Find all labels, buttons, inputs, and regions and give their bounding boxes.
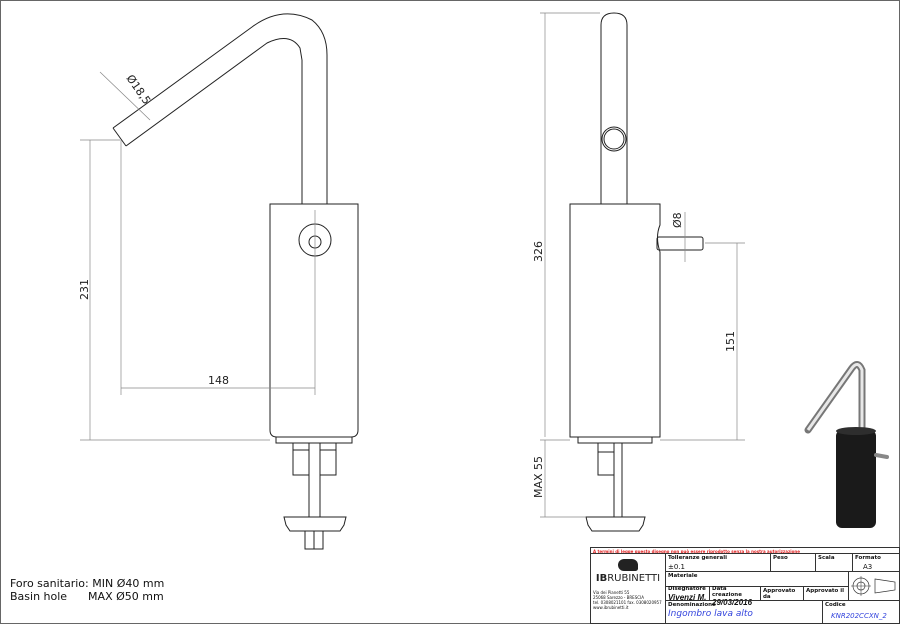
tolerances-cell: Tolleranze generali±0.1 [665, 553, 771, 572]
approved-on-cell: Approvato il [803, 586, 849, 601]
side-view-dimensions [80, 71, 316, 441]
company-logo-icon [618, 559, 638, 571]
product-render [804, 361, 889, 528]
spout-outlet [112, 127, 127, 147]
faucet-body [269, 203, 359, 438]
aerator-outline [601, 126, 627, 152]
dimension-326: 326 [532, 241, 545, 262]
company-logo-cell: IBRUBINETTI Via dei Pianetti 55 25068 Sa… [590, 553, 666, 624]
dimension-spout-diameter: Ø18,5 [124, 72, 154, 107]
dimension-max-55: MAX 55 [532, 456, 545, 498]
address-line: 25068 Sarezzo - BRESCIA [593, 595, 644, 600]
spout-outer-edge [112, 13, 328, 204]
dimension-lever-diameter: Ø8 [671, 212, 684, 228]
approved-by-cell: Approvato da [760, 586, 804, 601]
created-date-value: 29/03/2016 [712, 598, 753, 607]
fixing-nut [283, 516, 347, 532]
logo-text: RUBINETTI [607, 573, 661, 584]
front-view [569, 12, 704, 532]
dimension-148: 148 [208, 374, 229, 387]
lever-handle [656, 236, 704, 251]
side-view [112, 13, 359, 550]
designer-value: Vivenzi M. [668, 592, 707, 602]
vertical-tube [600, 12, 628, 204]
dimension-231: 231 [78, 279, 91, 300]
base-plate [275, 436, 353, 444]
faucet-body-front [569, 203, 661, 438]
fixing-block-right [319, 442, 337, 476]
dim-line-18-5 [99, 71, 151, 121]
material-cell: Materiale [665, 571, 849, 587]
black-marble-body [836, 430, 876, 528]
spout-inner-edge [125, 38, 303, 204]
logo-text-bold: IB [595, 573, 608, 584]
address-line: tel. 0308021101 fax. 0308020957 [593, 600, 662, 605]
base-plate-front [577, 436, 653, 444]
fixing-nut-front [585, 516, 646, 532]
projection-symbol-cell [848, 571, 900, 601]
basin-hole-note-en: Basin hole MAX Ø50 mm [10, 590, 164, 603]
address-line: Via dei Pianetti 55 [593, 590, 630, 595]
basin-hole-note-it: Foro sanitario: MIN Ø40 mm [10, 577, 165, 590]
dimension-151: 151 [724, 331, 737, 352]
projection-symbol-icon [851, 576, 896, 596]
front-view-dimensions [540, 12, 745, 518]
weight-cell: Peso [770, 553, 816, 572]
address-line: www.ibrubinetti.it [593, 605, 629, 610]
scale-cell: Scala [815, 553, 853, 572]
fixing-block-left [292, 442, 310, 476]
